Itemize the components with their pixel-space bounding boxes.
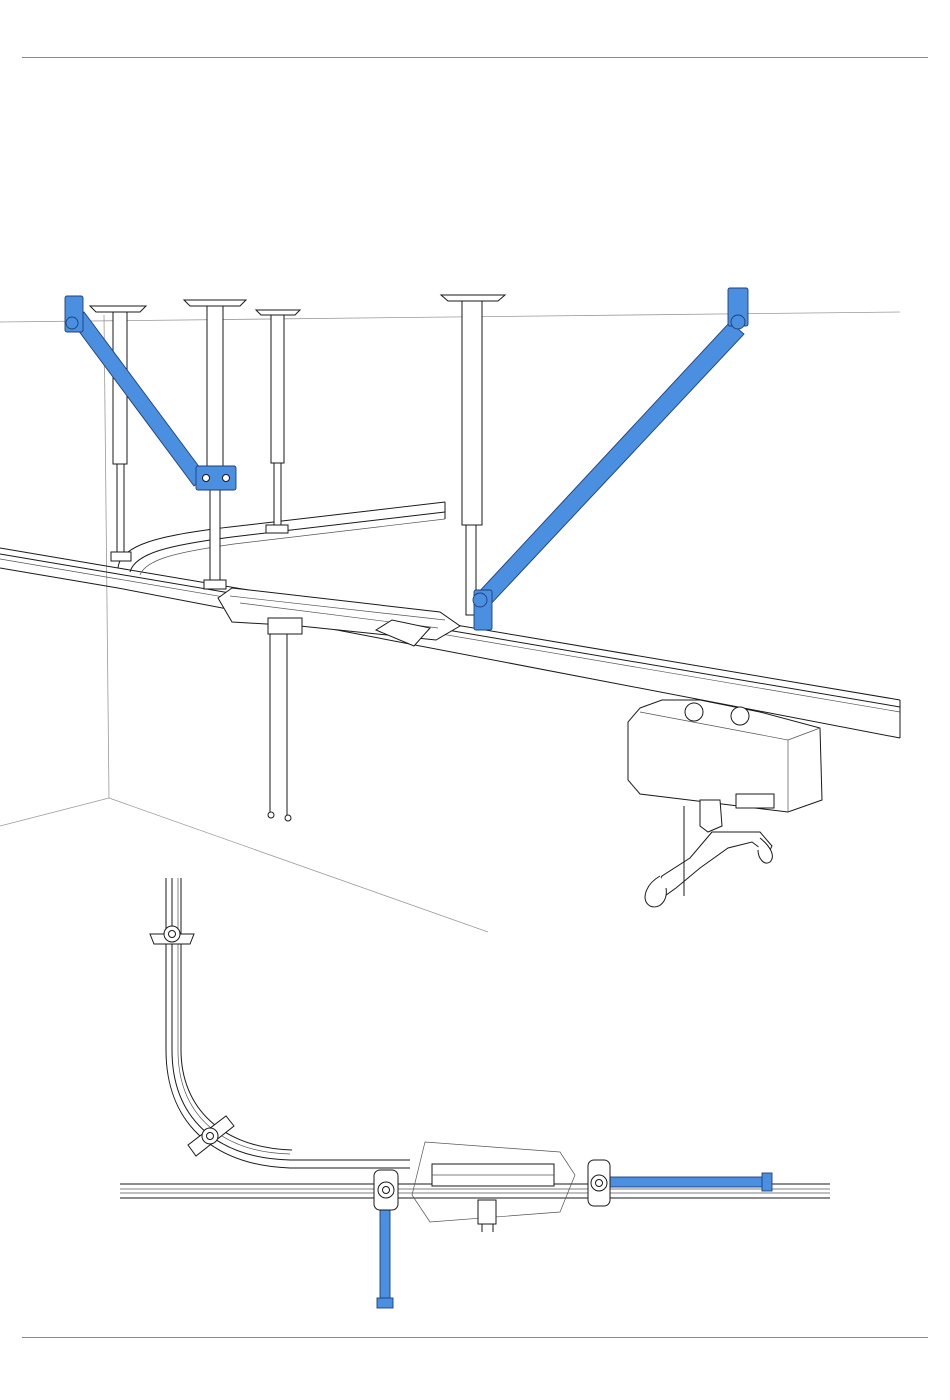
plan-clamp-4 [588, 1160, 610, 1206]
ceiling-support-4 [441, 295, 505, 615]
ceiling-support-2 [184, 300, 246, 589]
carriage [218, 588, 460, 821]
right-diagonal-brace [473, 288, 748, 630]
highlighted-vertical-segment [380, 1208, 390, 1302]
rail-end-clamp [762, 1173, 772, 1191]
main-rail [0, 548, 900, 738]
branch-end-cap [377, 1298, 393, 1308]
plan-view [120, 878, 830, 1308]
plan-clamp-3 [374, 1170, 398, 1210]
ceiling-support-3 [256, 310, 300, 533]
hoist-unit [628, 700, 822, 907]
highlighted-rail-segment [606, 1177, 770, 1187]
plan-clamp-1 [150, 926, 194, 944]
